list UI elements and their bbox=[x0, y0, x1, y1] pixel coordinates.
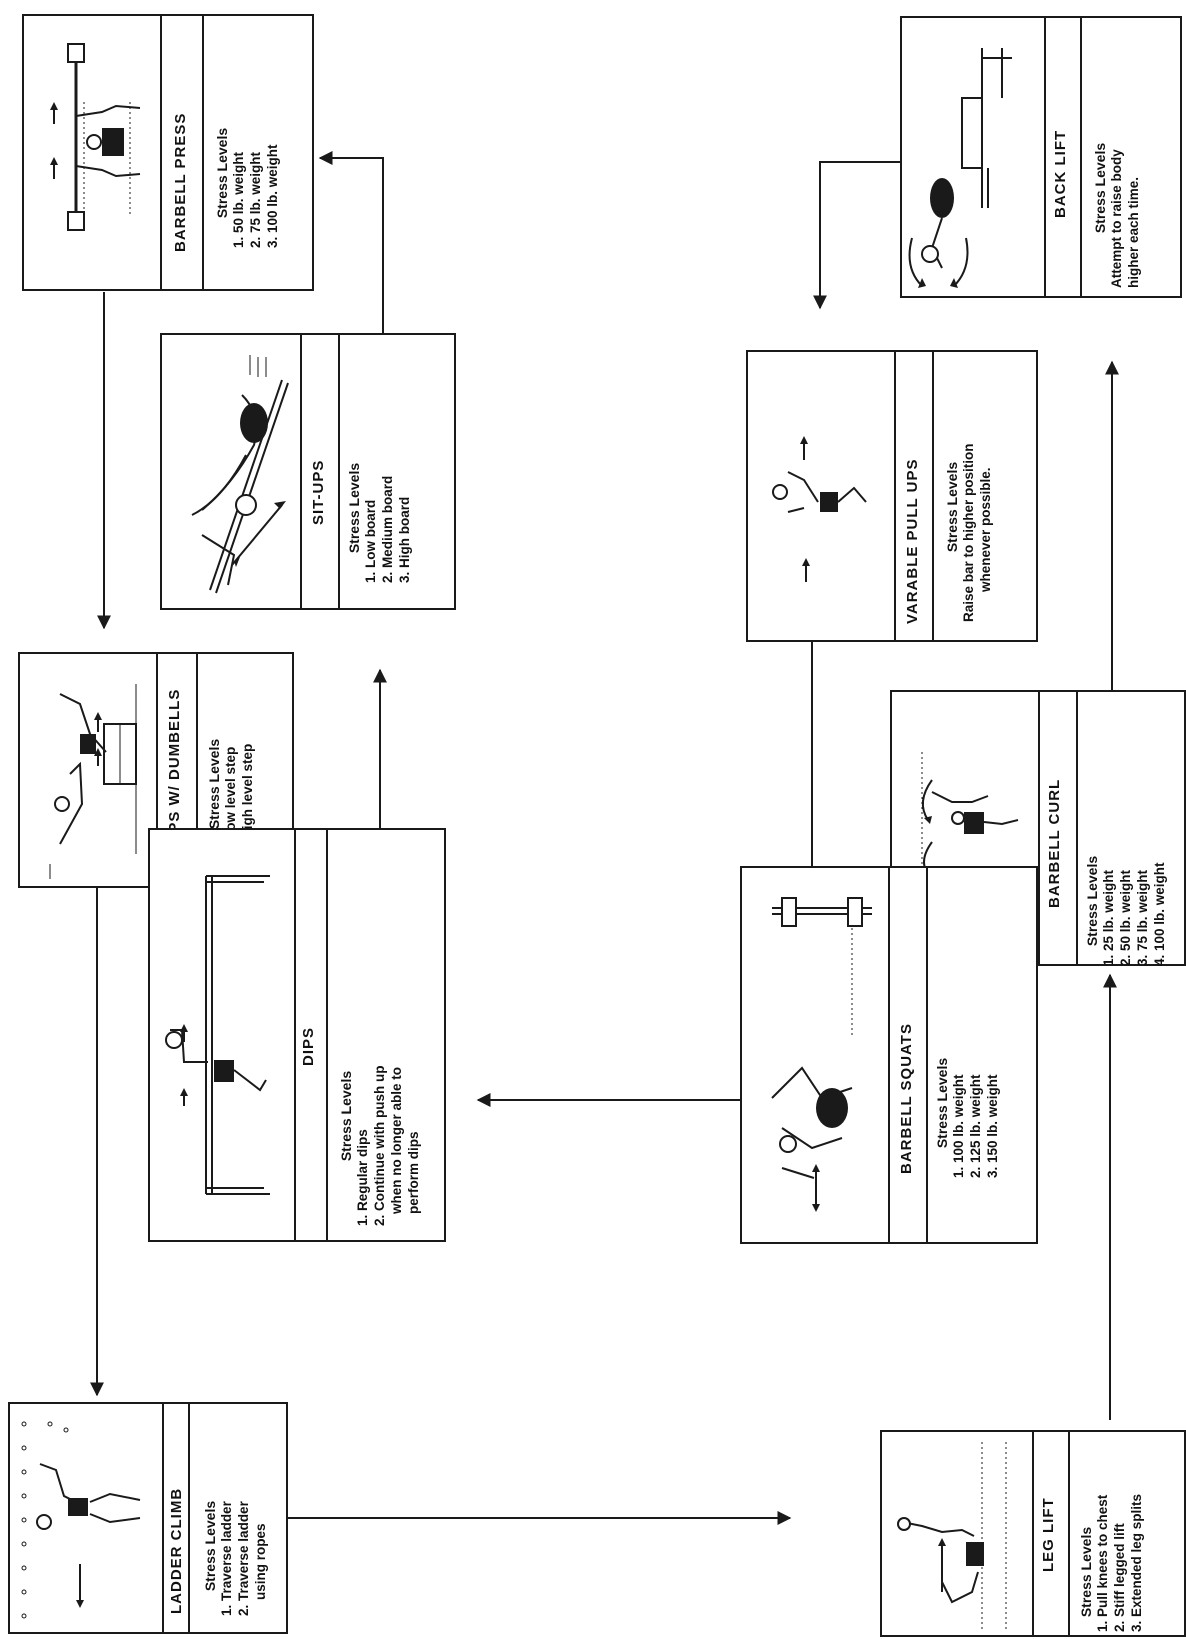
card-barbell-squats: BARBELL SQUATS Stress Levels 1. 100 lb. … bbox=[740, 866, 1038, 1244]
barbell-press-levels-heading: Stress Levels bbox=[214, 127, 230, 219]
card-barbell-press-rotated: BARBELL PRESS Stress Levels 1. 50 lb. we… bbox=[22, 14, 314, 291]
leg-lift-levels: Stress Levels 1. Pull knees to chest 2. … bbox=[1078, 1422, 1145, 1632]
card-ladder-climb: LADDER CLIMB Stress Levels 1. Traverse l… bbox=[8, 1402, 288, 1634]
variable-pull-ups-levels-heading: Stress Levels bbox=[944, 461, 960, 553]
sit-ups-dumbells-level-1: 1. Low level step bbox=[223, 746, 238, 854]
barbell-curl-level-3: 3. 75 lb. weight bbox=[1135, 869, 1150, 966]
leg-lift-level-1: 1. Pull knees to chest bbox=[1095, 1494, 1110, 1632]
variable-pull-ups-divider-2 bbox=[932, 352, 934, 640]
dips-divider-2 bbox=[326, 830, 328, 1240]
barbell-curl-levels: Stress Levels 1. 25 lb. weight 2. 50 lb.… bbox=[1084, 806, 1168, 966]
ladder-climb-level-3: using ropes bbox=[253, 1523, 268, 1600]
barbell-curl-divider-2 bbox=[1076, 692, 1078, 964]
barbell-press-title: BARBELL PRESS bbox=[172, 112, 189, 252]
barbell-squats-level-3: 3. 150 lb. weight bbox=[985, 1074, 1000, 1178]
back-lift-divider-2 bbox=[1080, 18, 1082, 296]
barbell-press-divider-2 bbox=[202, 16, 204, 289]
ladder-climb-divider-2 bbox=[188, 1404, 190, 1632]
leg-lift-levels-heading: Stress Levels bbox=[1078, 1526, 1094, 1618]
back-lift-levels: Stress Levels Attempt to raise body high… bbox=[1092, 28, 1142, 288]
dips-levels: Stress Levels 1. Regular dips 2. Continu… bbox=[338, 826, 422, 1226]
ladder-climb-figure-icon bbox=[21, 1421, 141, 1619]
variable-pull-ups-divider-1 bbox=[894, 352, 896, 640]
dips-level-3: when no longer able to bbox=[389, 1066, 404, 1214]
sit-ups-divider-2 bbox=[338, 335, 340, 608]
dips-figure-icon bbox=[165, 875, 270, 1195]
barbell-press-levels: Stress Levels 1. 50 lb. weight 2. 75 lb.… bbox=[214, 28, 281, 248]
variable-pull-ups-level-1: Raise bar to higher position bbox=[961, 443, 976, 622]
sit-ups-level-3: 3. High board bbox=[397, 496, 412, 583]
barbell-press-divider-1 bbox=[160, 16, 162, 289]
sit-ups-level-2: 2. Medium board bbox=[380, 475, 395, 583]
ladder-climb-divider-1 bbox=[162, 1404, 164, 1632]
sit-ups-levels-heading: Stress Levels bbox=[346, 462, 362, 554]
leg-lift-level-3: 3. Extended leg splits bbox=[1129, 1493, 1144, 1632]
barbell-press-figure-icon bbox=[50, 43, 141, 231]
back-lift-level-1: Attempt to raise body bbox=[1109, 149, 1124, 288]
dips-level-4: perform dips bbox=[406, 1131, 421, 1214]
ladder-climb-levels: Stress Levels 1. Traverse ladder 2. Trav… bbox=[202, 1406, 269, 1616]
barbell-squats-divider-2 bbox=[926, 868, 928, 1242]
leg-lift-level-2: 2. Stiff legged lift bbox=[1112, 1523, 1127, 1632]
sit-ups-dumbells-divider-2 bbox=[196, 654, 198, 886]
sit-ups-level-1: 1. Low board bbox=[363, 499, 378, 583]
barbell-curl-level-2: 2. 50 lb. weight bbox=[1118, 869, 1133, 966]
barbell-squats-title: BARBELL SQUATS bbox=[898, 1023, 915, 1174]
arrow-backlift-to-pullups bbox=[813, 161, 900, 310]
barbell-squats-divider-1 bbox=[888, 868, 890, 1242]
card-leg-lift: LEG LIFT Stress Levels 1. Pull knees to … bbox=[880, 1430, 1186, 1637]
arrow-situps-to-press bbox=[318, 151, 384, 333]
leg-lift-figure-icon bbox=[897, 1442, 1007, 1632]
sit-ups-dumbells-figure-icon bbox=[49, 684, 137, 879]
barbell-curl-divider-1 bbox=[1038, 692, 1040, 964]
back-lift-levels-heading: Stress Levels bbox=[1092, 142, 1108, 234]
ladder-climb-level-2: 2. Traverse ladder bbox=[236, 1501, 251, 1616]
barbell-curl-title: BARBELL CURL bbox=[1046, 778, 1063, 908]
card-variable-pull-ups: VARABLE PULL UPS Stress Levels Raise bar… bbox=[746, 350, 1038, 642]
variable-pull-ups-level-2: whenever possible. bbox=[978, 467, 993, 592]
barbell-press-level-2: 2. 75 lb. weight bbox=[248, 151, 263, 248]
dips-levels-heading: Stress Levels bbox=[338, 1070, 354, 1162]
back-lift-level-2: higher each time. bbox=[1126, 176, 1141, 288]
dips-level-1: 1. Regular dips bbox=[355, 1129, 370, 1226]
ladder-climb-title: LADDER CLIMB bbox=[168, 1487, 185, 1614]
barbell-curl-level-1: 1. 25 lb. weight bbox=[1101, 869, 1116, 966]
variable-pull-ups-figure-icon bbox=[772, 436, 867, 582]
barbell-press-level-3: 3. 100 lb. weight bbox=[265, 144, 280, 248]
leg-lift-divider-2 bbox=[1068, 1432, 1070, 1635]
dips-title: DIPS bbox=[300, 1026, 317, 1066]
back-lift-title: BACK LIFT bbox=[1052, 129, 1069, 218]
sit-ups-figure-icon bbox=[191, 355, 289, 594]
sit-ups-dumbells-levels: Stress Levels 1. Low level step 2. High … bbox=[206, 654, 256, 854]
leg-lift-title: LEG LIFT bbox=[1040, 1497, 1057, 1572]
barbell-squats-figure-icon bbox=[771, 897, 872, 1212]
back-lift-figure-icon bbox=[908, 48, 1012, 288]
variable-pull-ups-title: VARABLE PULL UPS bbox=[904, 458, 921, 624]
barbell-curl-level-4: 4. 100 lb. weight bbox=[1152, 862, 1167, 966]
barbell-curl-levels-heading: Stress Levels bbox=[1084, 855, 1100, 947]
ladder-climb-level-1: 1. Traverse ladder bbox=[219, 1501, 234, 1616]
barbell-squats-levels-heading: Stress Levels bbox=[934, 1057, 950, 1149]
sit-ups-divider-1 bbox=[300, 335, 302, 608]
sit-ups-dumbells-level-2: 2. High level step bbox=[240, 743, 255, 854]
barbell-squats-level-1: 1. 100 lb. weight bbox=[951, 1074, 966, 1178]
sit-ups-title: SIT-UPS bbox=[310, 459, 327, 525]
barbell-squats-level-2: 2. 125 lb. weight bbox=[968, 1074, 983, 1178]
sit-ups-levels: Stress Levels 1. Low board 2. Medium boa… bbox=[346, 343, 413, 583]
card-sit-ups: SIT-UPS Stress Levels 1. Low board 2. Me… bbox=[160, 333, 456, 610]
barbell-squats-levels: Stress Levels 1. 100 lb. weight 2. 125 l… bbox=[934, 948, 1001, 1178]
leg-lift-divider-1 bbox=[1032, 1432, 1034, 1635]
ladder-climb-levels-heading: Stress Levels bbox=[202, 1500, 218, 1592]
variable-pull-ups-levels: Stress Levels Raise bar to higher positi… bbox=[944, 352, 994, 622]
back-lift-divider-1 bbox=[1044, 18, 1046, 296]
dips-divider-1 bbox=[294, 830, 296, 1240]
card-back-lift: BACK LIFT Stress Levels Attempt to raise… bbox=[900, 16, 1182, 298]
card-dips: DIPS Stress Levels 1. Regular dips 2. Co… bbox=[148, 828, 446, 1242]
sit-ups-dumbells-divider-1 bbox=[156, 654, 158, 886]
dips-level-2: 2. Continue with push up bbox=[372, 1065, 387, 1226]
barbell-press-level-1: 1. 50 lb. weight bbox=[231, 151, 246, 248]
